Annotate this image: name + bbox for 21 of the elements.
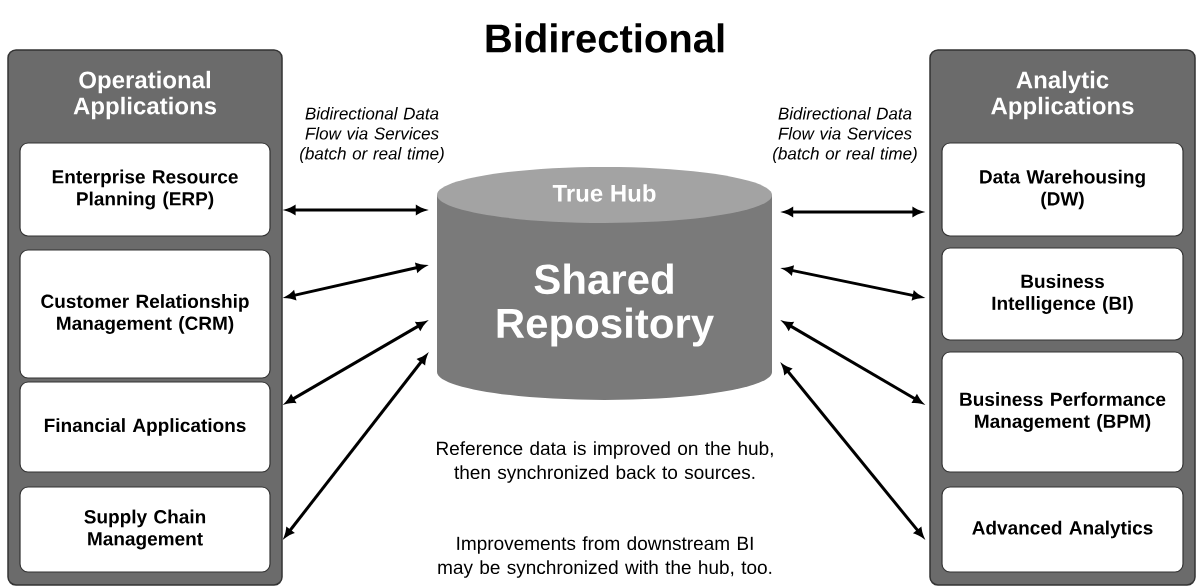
- application-box: Business Performance Management (BPM): [941, 351, 1184, 473]
- application-box: Advanced Analytics: [941, 486, 1184, 573]
- application-box: Data Warehousing (DW): [941, 142, 1184, 237]
- annotation: Bidirectional Data Flow via Services (batch or real time): [300, 107, 444, 163]
- title: Bidirectional: [486, 23, 724, 53]
- panel-title: Operational Applications: [73, 70, 217, 120]
- arrow: [781, 364, 924, 538]
- arrow: [783, 321, 923, 404]
- note-text: Improvements from downstream BI may be synchronized with the hub, too.: [438, 536, 772, 578]
- application-box: Enterprise Resource Planning (ERP): [19, 142, 271, 237]
- arrow: [286, 205, 426, 215]
- annotation: Bidirectional Data Flow via Services (batch or real time): [773, 107, 917, 163]
- arrow: [284, 354, 428, 538]
- application-box: Customer Relationship Management (CRM): [19, 249, 271, 379]
- arrow: [285, 321, 426, 404]
- application-box: Supply Chain Management: [19, 486, 271, 573]
- note-text: Reference data is improved on the hub, then synchronized back to sources.: [437, 441, 773, 483]
- panel-title: Analytic Applications: [991, 70, 1134, 120]
- arrow: [783, 207, 922, 217]
- application-box: Business Intelligence (BI): [941, 247, 1184, 341]
- application-box: Financial Applications: [19, 381, 271, 473]
